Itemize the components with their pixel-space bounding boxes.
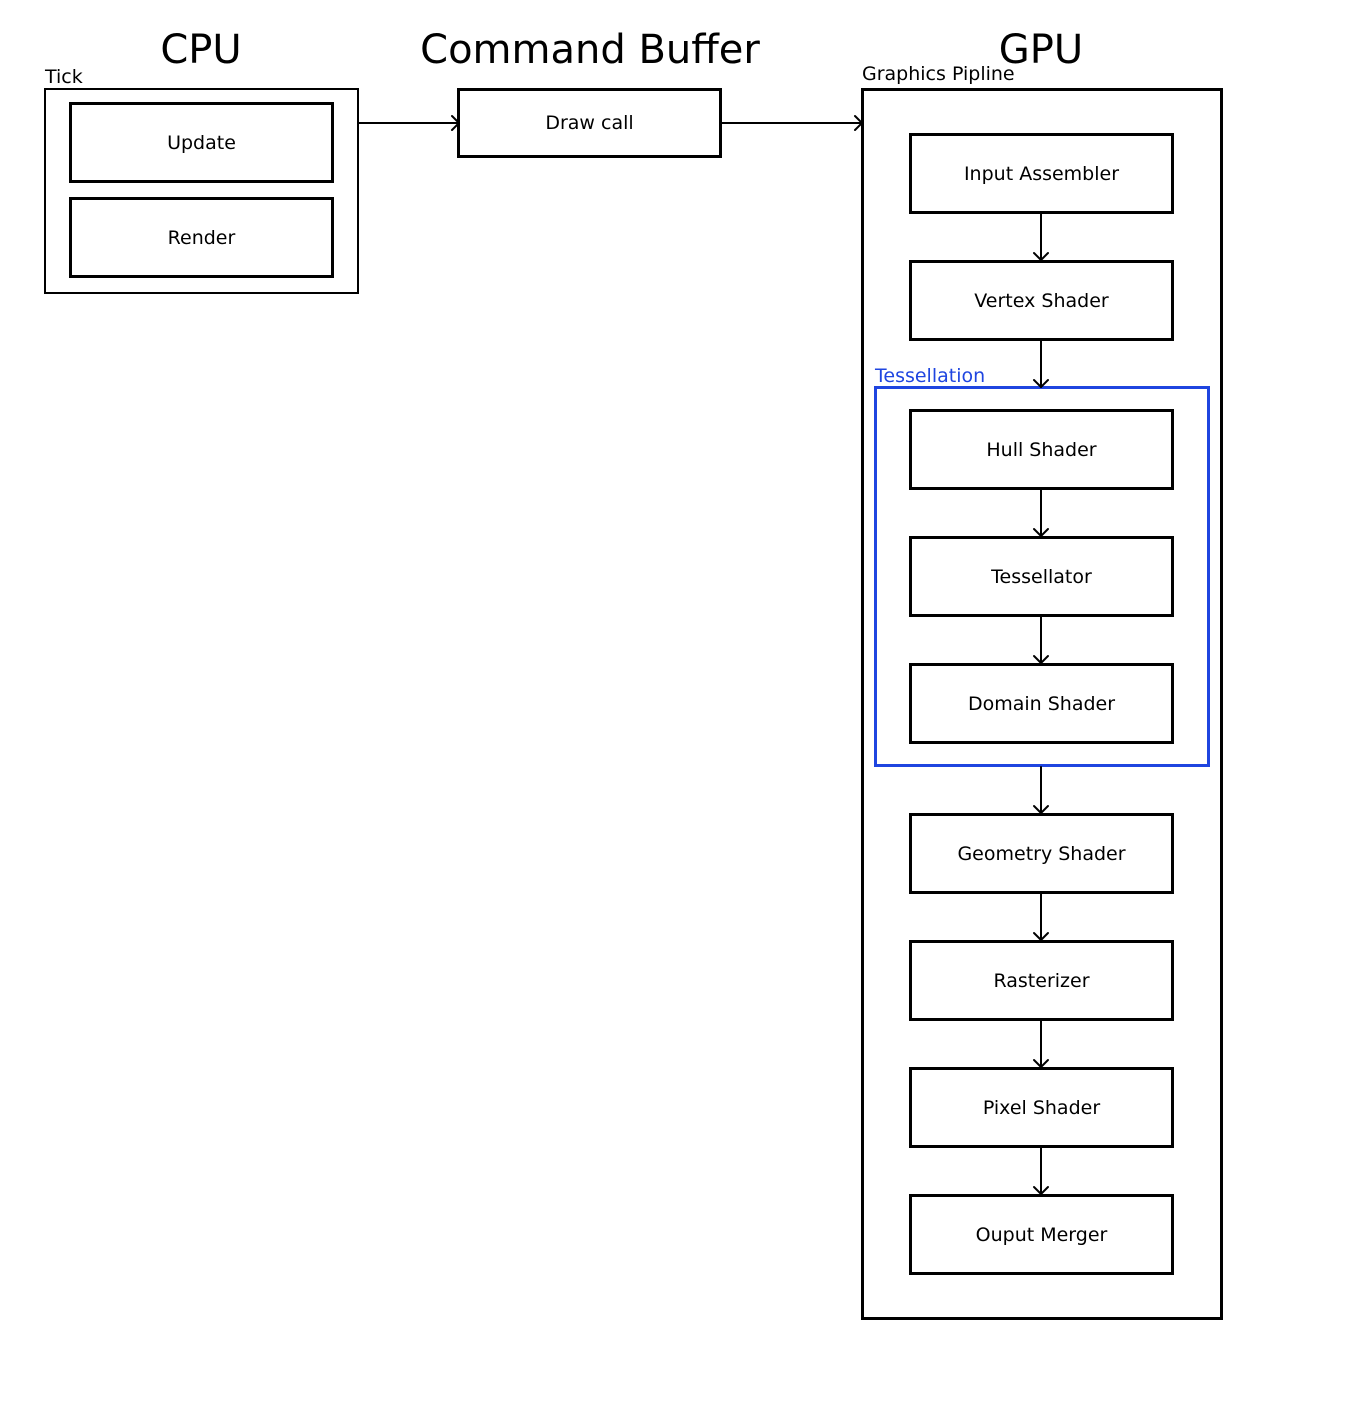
draw-call-node[interactable]: Draw call xyxy=(457,88,722,158)
tick-group-label: Tick xyxy=(45,66,83,88)
update-node[interactable]: Update xyxy=(69,102,334,183)
command-buffer-heading: Command Buffer xyxy=(420,27,760,73)
pixel-shader-node[interactable]: Pixel Shader xyxy=(909,1067,1174,1148)
input-assembler-node[interactable]: Input Assembler xyxy=(909,133,1174,214)
graphics-pipeline-group xyxy=(861,88,1223,1320)
tessellator-node[interactable]: Tessellator xyxy=(909,536,1174,617)
tick-group xyxy=(44,88,359,294)
hull-shader-node[interactable]: Hull Shader xyxy=(909,409,1174,490)
output-merger-node[interactable]: Ouput Merger xyxy=(909,1194,1174,1275)
rasterizer-node[interactable]: Rasterizer xyxy=(909,940,1174,1021)
edge-tick-to-draw-call xyxy=(358,115,460,131)
domain-shader-node[interactable]: Domain Shader xyxy=(909,663,1174,744)
edge-draw-call-to-pipeline xyxy=(721,115,863,131)
cpu-heading: CPU xyxy=(160,27,242,73)
graphics-pipeline-label: Graphics Pipline xyxy=(862,63,1015,85)
gpu-heading: GPU xyxy=(998,27,1084,73)
vertex-shader-node[interactable]: Vertex Shader xyxy=(909,260,1174,341)
tessellation-label: Tessellation xyxy=(875,365,986,387)
render-node[interactable]: Render xyxy=(69,197,334,278)
geometry-shader-node[interactable]: Geometry Shader xyxy=(909,813,1174,894)
